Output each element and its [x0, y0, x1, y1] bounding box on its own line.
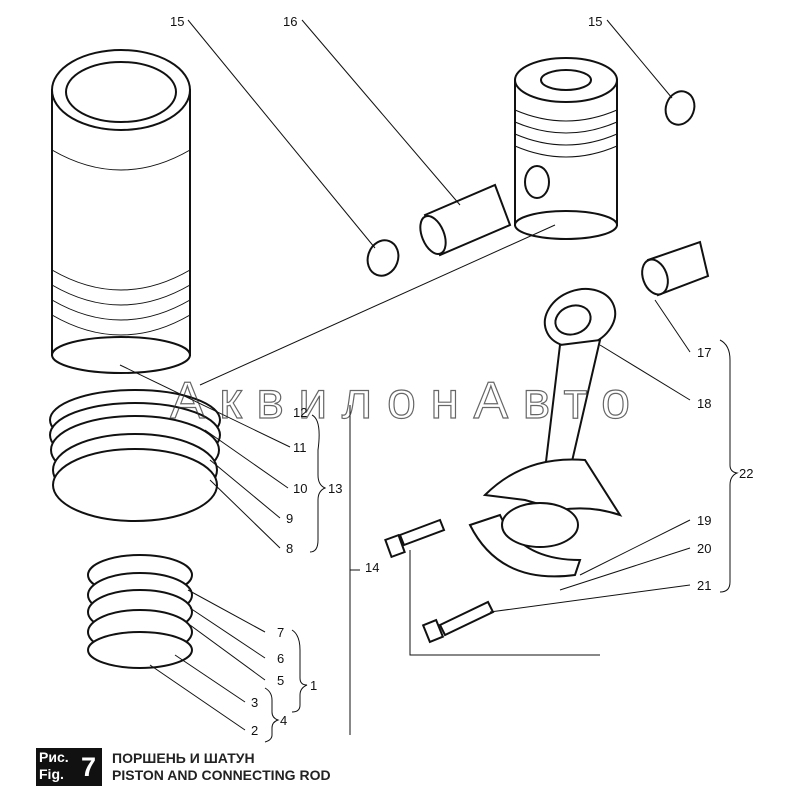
- rod-bolt-upper: [384, 518, 446, 559]
- callout-3: 3: [251, 695, 258, 710]
- callout-15: 15: [170, 14, 184, 29]
- callout-9: 9: [286, 511, 293, 526]
- callout-4: 4: [280, 713, 287, 728]
- oil-ring-set: [87, 554, 193, 669]
- callout-1: 1: [310, 678, 317, 693]
- callout-17: 17: [697, 345, 711, 360]
- callout-2: 2: [251, 723, 258, 738]
- callout-20: 20: [697, 541, 711, 556]
- callout-21: 21: [697, 578, 711, 593]
- callout-14: 14: [365, 560, 379, 575]
- callout-18: 18: [697, 396, 711, 411]
- cylinder-liner: [51, 49, 191, 374]
- callout-16: 16: [283, 14, 297, 29]
- callout-12: 12: [293, 405, 307, 420]
- fig-label-en: Fig.: [39, 766, 64, 782]
- callout-7: 7: [277, 625, 284, 640]
- title-en: PISTON AND CONNECTING ROD: [112, 767, 331, 783]
- callout-10: 10: [293, 481, 307, 496]
- circlip-left: [366, 239, 400, 277]
- circlip-right: [664, 90, 696, 126]
- callout-5: 5: [277, 673, 284, 688]
- callout-22: 22: [739, 466, 753, 481]
- callout-labels: 15 16 15 17 18 12 11 10 13 9 8 22 19 20 …: [170, 14, 753, 738]
- connecting-rod: [468, 287, 623, 578]
- small-end-bushing: [641, 240, 710, 297]
- figure-number-box: Рис. Fig. 7: [36, 748, 102, 786]
- figure-caption: Рис. Fig. 7 ПОРШЕНЬ И ШАТУН PISTON AND C…: [36, 748, 331, 786]
- callout-13: 13: [328, 481, 342, 496]
- title-ru: ПОРШЕНЬ И ШАТУН: [112, 750, 255, 766]
- callout-6: 6: [277, 651, 284, 666]
- leader-lines: [119, 19, 739, 743]
- compression-rings: [49, 389, 221, 522]
- fig-number: 7: [81, 752, 97, 782]
- piston: [514, 57, 618, 240]
- callout-19: 19: [697, 513, 711, 528]
- piston-pin: [419, 183, 512, 257]
- callout-15: 15: [588, 14, 602, 29]
- fig-label-ru: Рис.: [39, 749, 69, 765]
- callout-8: 8: [286, 541, 293, 556]
- rod-bolt-lower: [421, 600, 495, 644]
- callout-11: 11: [293, 440, 307, 455]
